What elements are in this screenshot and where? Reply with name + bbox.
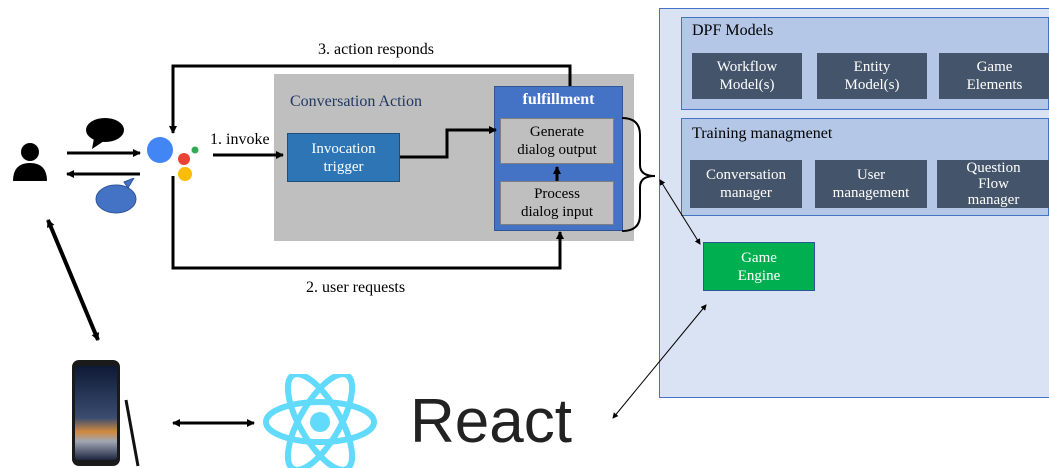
game-elements-box: Game Elements — [939, 53, 1049, 99]
brace-to-game-engine-arrow — [659, 179, 701, 245]
workflow-models-box: Workflow Model(s) — [692, 53, 802, 99]
fulfillment-brace — [621, 117, 656, 232]
react-atom-icon — [263, 374, 377, 468]
action-responds-label: 3. action responds — [318, 41, 434, 58]
action-responds-arrow — [169, 64, 572, 134]
react-to-game-engine-arrow — [612, 304, 707, 419]
react-label: React — [410, 387, 572, 456]
user-management-box: User management — [815, 160, 927, 208]
google-assistant-icon — [147, 137, 199, 181]
question-flow-manager-box: Question Flow manager — [937, 160, 1049, 208]
conversation-manager-box: Conversation manager — [690, 160, 802, 208]
invocation-to-generate-arrow — [400, 126, 497, 159]
chat-bubble-icon — [86, 118, 124, 149]
conversation-action-title: Conversation Action — [290, 93, 422, 110]
fulfillment-title: fulfillment — [522, 91, 595, 108]
invoke-label: 1. invoke — [210, 131, 270, 148]
smartphone-icon — [72, 360, 140, 467]
process-dialog-input-box: Process dialog input — [500, 181, 614, 225]
user-requests-label: 2. user requests — [306, 279, 406, 296]
dpf-models-title: DPF Models — [692, 22, 774, 39]
entity-models-box: Entity Model(s) — [817, 53, 927, 99]
training-management-panel: Training managmenet Conversation manager… — [681, 118, 1049, 216]
invocation-trigger-box: Invocation trigger — [287, 133, 400, 182]
game-engine-box: Game Engine — [703, 242, 815, 291]
user-icon — [13, 143, 47, 181]
user-requests-arrow — [171, 176, 564, 270]
training-management-title: Training managmenet — [692, 125, 833, 142]
chat-bubble-icon — [95, 178, 137, 214]
dpf-models-panel: DPF Models Workflow Model(s) Entity Mode… — [681, 17, 1049, 110]
user-to-phone-arrow — [46, 219, 100, 341]
generate-dialog-output-box: Generate dialog output — [500, 118, 614, 164]
